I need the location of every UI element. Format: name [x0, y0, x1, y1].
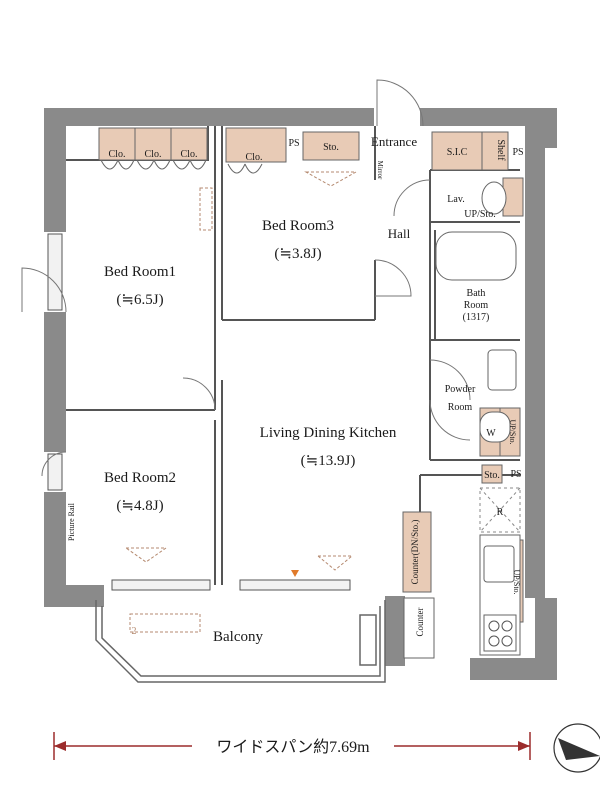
storage-label-1: Sto. [323, 142, 339, 153]
refrigerator-space [479, 487, 521, 533]
bed-room3-label: Bed Room3 [262, 218, 334, 234]
sic-label: S.I.C [447, 147, 468, 158]
closet-doors [100, 159, 263, 174]
storage-label-2: Sto. [484, 470, 500, 481]
closet-label-1: Clo. [109, 149, 126, 160]
door-swings [21, 79, 471, 477]
powder-label-2: Room [448, 402, 473, 413]
hall-label: Hall [388, 226, 411, 241]
ldk-size: (≒13.9J) [301, 453, 356, 469]
ps-label-2: PS [512, 147, 523, 158]
compass-icon [553, 723, 600, 773]
mirror-label: Mirror [376, 161, 384, 180]
dimension-line [53, 732, 531, 760]
ps-label-1: PS [288, 138, 299, 149]
ldk-label: Living Dining Kitchen [260, 425, 397, 441]
bath-fixtures [435, 181, 517, 443]
balcony-number-tag: 2 [132, 626, 137, 637]
washer-label: W [486, 428, 496, 439]
balcony-label: Balcony [213, 629, 263, 645]
picture-rail-label: Picture Rail [67, 502, 76, 541]
bed-room3-size: (≒3.8J) [274, 246, 321, 262]
up-storage-label-1: UP/Sto. [464, 209, 495, 220]
stove-burners [488, 620, 513, 647]
bath-label-1: Bath [467, 288, 486, 299]
up-storage-label-2: UP/Sto. [508, 419, 517, 444]
powder-label-1: Powder [445, 384, 476, 395]
counter-label: Counter [415, 608, 425, 637]
interior-walls [66, 126, 520, 585]
bed-room1-label: Bed Room1 [104, 264, 176, 280]
closet-label-3: Clo. [181, 149, 198, 160]
closet-label-4: Clo. [246, 152, 263, 163]
kitchen-counter [403, 534, 521, 659]
orange-marker [291, 570, 299, 577]
bed-room2-label: Bed Room2 [104, 470, 176, 486]
up-storage-label-3: UP/Sto. [512, 569, 521, 594]
dimension-label: ワイドスパン約7.69m [216, 738, 370, 756]
bed-room1-size: (≒6.5J) [116, 292, 163, 308]
lavatory-label: Lav. [447, 194, 464, 205]
ceiling-markers [124, 171, 358, 633]
shelf-label: Shelf [495, 139, 506, 161]
entrance-label: Entrance [371, 134, 417, 149]
bath-size-label: (1317) [463, 312, 490, 323]
balcony-outline [95, 600, 386, 683]
refrigerator-label: R [497, 507, 504, 518]
ps-label-3: PS [510, 469, 521, 480]
windows [47, 233, 351, 591]
counter-dn-label: Counter(DN/Sto.) [410, 520, 420, 585]
closet-label-2: Clo. [145, 149, 162, 160]
bed-room2-size: (≒4.8J) [116, 498, 163, 514]
bath-label-2: Room [464, 300, 489, 311]
